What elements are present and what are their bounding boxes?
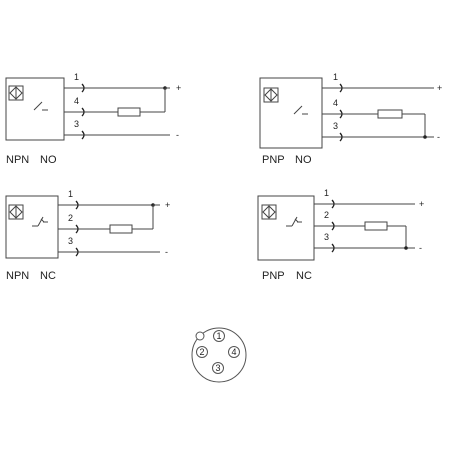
pin-label: 4 [74, 96, 79, 106]
pin-label: 1 [68, 189, 73, 199]
polarity-label: - [437, 132, 440, 142]
pin-label: 4 [333, 98, 338, 108]
pin-label: 1 [333, 72, 338, 82]
pin-label: 3 [74, 119, 79, 129]
polarity-label: + [419, 199, 424, 209]
connector-housing [191, 327, 247, 383]
junction-dot [404, 246, 408, 250]
junction-dot [423, 135, 427, 139]
diagram-pnp-no: 1 + 4 3 - PNP NO [259, 72, 442, 166]
contact-label: NC [296, 270, 312, 282]
type-label: PNP [262, 270, 285, 282]
pin-number: 3 [215, 363, 220, 373]
load-resistor [109, 224, 133, 234]
type-label: NPN [6, 154, 29, 166]
switch-no-icon [33, 101, 48, 111]
inductive-sensor-icon [263, 87, 279, 103]
pin-label: 3 [333, 121, 338, 131]
connector-pin-3 [212, 362, 224, 374]
diagram-pnp-nc: 1 + 2 3 - PNP NC [257, 188, 424, 282]
inductive-sensor-icon [8, 204, 24, 220]
pin-label: 2 [68, 213, 73, 223]
contact-label: NO [40, 154, 57, 166]
polarity-label: + [165, 200, 170, 210]
pin-label: 3 [324, 232, 329, 242]
switch-nc-icon [32, 216, 48, 227]
connector-key-icon [195, 331, 205, 341]
pin-number: 1 [216, 331, 221, 341]
switch-no-icon [293, 105, 308, 115]
polarity-label: - [176, 130, 179, 140]
pin-label: 1 [74, 72, 79, 82]
pin-label: 2 [324, 210, 329, 220]
polarity-label: - [419, 243, 422, 253]
polarity-label: + [176, 83, 181, 93]
load-resistor [117, 107, 141, 117]
connector-pinout: 1 2 3 4 [191, 327, 247, 383]
connector-pin-2 [196, 346, 208, 358]
polarity-label: + [437, 83, 442, 93]
inductive-sensor-icon [8, 85, 24, 101]
diagram-npn-nc: 1 + 2 3 - NPN NC [5, 189, 170, 282]
pin-label: 1 [324, 188, 329, 198]
polarity-label: - [165, 247, 168, 257]
type-label: PNP [262, 154, 285, 166]
load-resistor [377, 109, 403, 119]
contact-label: NO [295, 154, 312, 166]
sensor-body [257, 195, 315, 261]
pin-number: 4 [231, 347, 236, 357]
sensor-body [5, 195, 59, 259]
contact-label: NC [40, 270, 56, 282]
pin-label: 3 [68, 236, 73, 246]
load-resistor [364, 221, 388, 231]
pin-number: 2 [199, 347, 204, 357]
type-label: NPN [6, 270, 29, 282]
connector-pin-4 [228, 346, 240, 358]
connector-pin-1 [213, 330, 225, 342]
diagram-npn-no: 1 + 4 3 - NPN NO [5, 72, 181, 166]
switch-nc-icon [286, 216, 302, 227]
inductive-sensor-icon [261, 204, 277, 220]
